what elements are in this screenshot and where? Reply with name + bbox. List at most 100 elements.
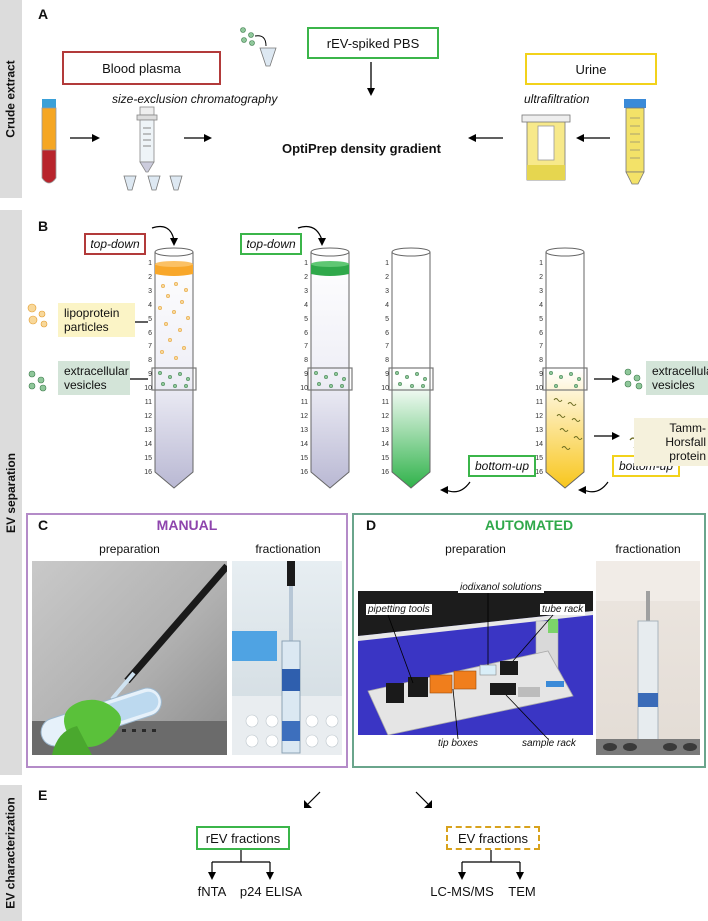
annotation-leaders [387,593,554,740]
tube-tick-label: 4 [385,301,389,309]
urine-tube-icon [624,99,646,185]
ev-label-right: extracellular vesicles [646,361,708,395]
manual-prep-label: preparation [99,542,160,556]
tube-tick-label: 7 [539,343,543,351]
arrow-icon [594,432,620,440]
tube-tick-label: 14 [144,440,152,448]
tube-tick-label: 10 [144,385,152,393]
tube-tick-label: 4 [148,301,152,309]
tube-tick-label: 12 [381,412,389,420]
tube-tick-label: 3 [385,287,389,295]
tube-tick-label: 6 [385,329,389,337]
tube-tick-label: 16 [535,468,543,476]
tree-arrows-right [461,850,521,874]
optiprep-title: OptiPrep density gradient [282,141,441,156]
tube-tick-label: 11 [144,399,152,406]
tube-tick-label: 14 [535,440,543,448]
blood-tube-icon [41,99,57,184]
tube-plasma [151,247,197,489]
arrow-icon [594,375,620,383]
tube-tick-label: 8 [148,357,152,365]
tube-tick-label: 8 [385,357,389,365]
vesicles-icon [28,370,47,392]
bottom-up-label-1: bottom-up [468,455,536,477]
panel-c-frame [26,513,348,768]
tube-tick-label: 7 [148,343,152,351]
tube-tick-label: 9 [539,371,543,379]
tube-tick-label: 5 [539,315,543,323]
top-down-label-2: top-down [240,233,302,255]
rev-fractions-box: rEV fractions [196,826,290,850]
curved-arrow-icon [151,225,175,241]
tube-tick-label: 4 [539,301,543,309]
tube-pbs-top-down [307,247,353,489]
manual-prep-photo [32,561,227,755]
vesicles-icon [240,27,255,46]
panel-b-label: B [38,218,49,234]
arrow-icon [468,134,503,142]
tube-tick-label: 7 [385,343,389,351]
collection-tubes-icon [123,175,183,191]
tube-tick-label: 2 [304,273,308,281]
tube-tick-label: 15 [300,454,308,462]
tube-tick-label: 3 [148,287,152,295]
p24-elisa-label: p24 ELISA [239,884,303,899]
panel-c-label: C [38,517,49,533]
tube-tick-label: 1 [385,260,389,267]
tube-tick-label: 14 [300,440,308,448]
vesicles-icon [624,368,643,390]
tube-tick-label: 3 [539,287,543,295]
tree-arrows-left [211,850,271,874]
tube-tick-label: 15 [535,454,543,462]
ev-label-left: extracellular vesicles [58,361,130,395]
tube-tick-label: 15 [144,454,152,462]
tube-tick-label: 8 [304,357,308,365]
tube-tick-label: 11 [300,399,308,406]
tube-tick-label: 14 [381,440,389,448]
arrow-icon [184,134,212,142]
tube-tick-label: 12 [535,412,543,420]
lipoprotein-label: lipoprotein particles [58,303,135,337]
ev-fractions-box: EV fractions [446,826,540,850]
manual-frac-photo [232,561,342,755]
curved-arrow-icon [583,481,609,493]
annotation-tube-rack: tube rack [540,604,586,615]
manual-frac-label: fractionation [255,542,321,556]
manual-title: MANUAL [156,517,218,533]
tube-pbs-bottom-up [388,247,434,489]
tamm-horsfall-label: Tamm-Horsfall protein [634,418,708,466]
tube-urine [542,247,588,489]
tube-tick-label: 13 [535,426,543,434]
blood-plasma-box: Blood plasma [62,51,221,85]
robot-render [358,591,593,735]
tube-tick-label: 12 [144,412,152,420]
annotation-sample-rack: sample rack [522,738,576,749]
tube-tick-label: 7 [304,343,308,351]
automated-title: AUTOMATED [484,517,574,533]
tube-tick-label: 1 [539,260,543,267]
tube-tick-label: 16 [300,468,308,476]
tube-tick-label: 10 [381,385,389,393]
tem-label: TEM [508,884,536,899]
tube-tick-label: 5 [304,315,308,323]
sec-column-icon [136,106,158,173]
panel-e-arrows [208,791,524,880]
tube-tick-label: 15 [381,454,389,462]
tube-tick-label: 11 [535,399,543,406]
annotation-pipetting-tools: pipetting tools [366,604,432,615]
tube-tick-label: 16 [381,468,389,476]
tube-tick-label: 6 [148,329,152,337]
tube-tick-label: 6 [304,329,308,337]
tube-tick-label: 6 [539,329,543,337]
automated-frac-label: fractionation [615,542,681,556]
tube-tick-label: 1 [148,260,152,267]
tube-tick-label: 13 [381,426,389,434]
panel-a-illustrations [41,27,646,191]
panel-d-label: D [366,517,377,533]
arrow-icon [415,791,432,808]
automated-prep-label: preparation [445,542,506,556]
panel-e-label: E [38,787,48,803]
curved-arrow-icon [297,225,323,241]
tube-tick-label: 16 [144,468,152,476]
tube-tick-label: 8 [539,357,543,365]
